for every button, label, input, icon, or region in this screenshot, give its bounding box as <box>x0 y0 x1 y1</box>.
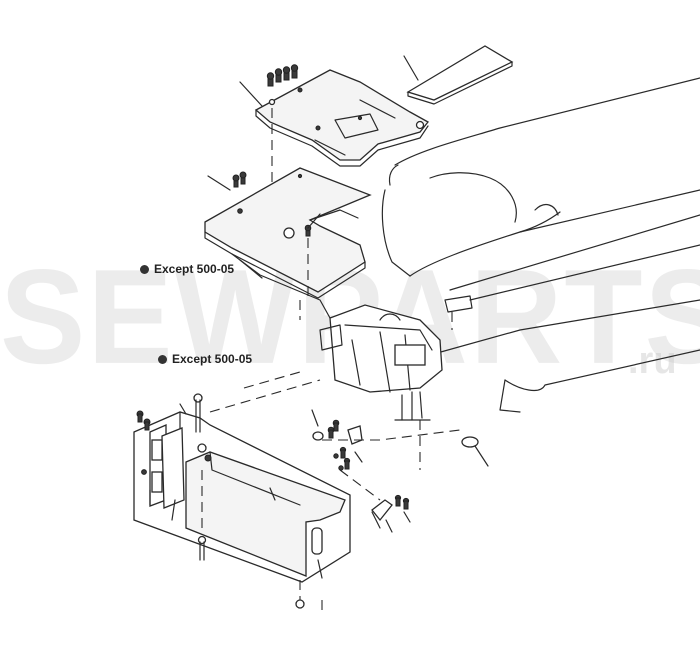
bullet-icon <box>140 264 149 274</box>
bullet-icon <box>158 354 167 364</box>
note-text: Except 500-05 <box>172 352 253 366</box>
accessory-box <box>133 393 351 609</box>
note-text: Except 500-05 <box>154 262 235 276</box>
small-parts <box>311 409 411 533</box>
note-except-500-05-lower: Except 500-05 <box>158 352 252 366</box>
assembly-guides <box>209 300 461 612</box>
extension-table <box>204 167 372 319</box>
slide-plate <box>403 45 514 105</box>
machine-body <box>319 77 700 467</box>
needle-plate <box>239 64 429 200</box>
note-except-500-05-upper: Except 500-05 <box>140 262 234 276</box>
